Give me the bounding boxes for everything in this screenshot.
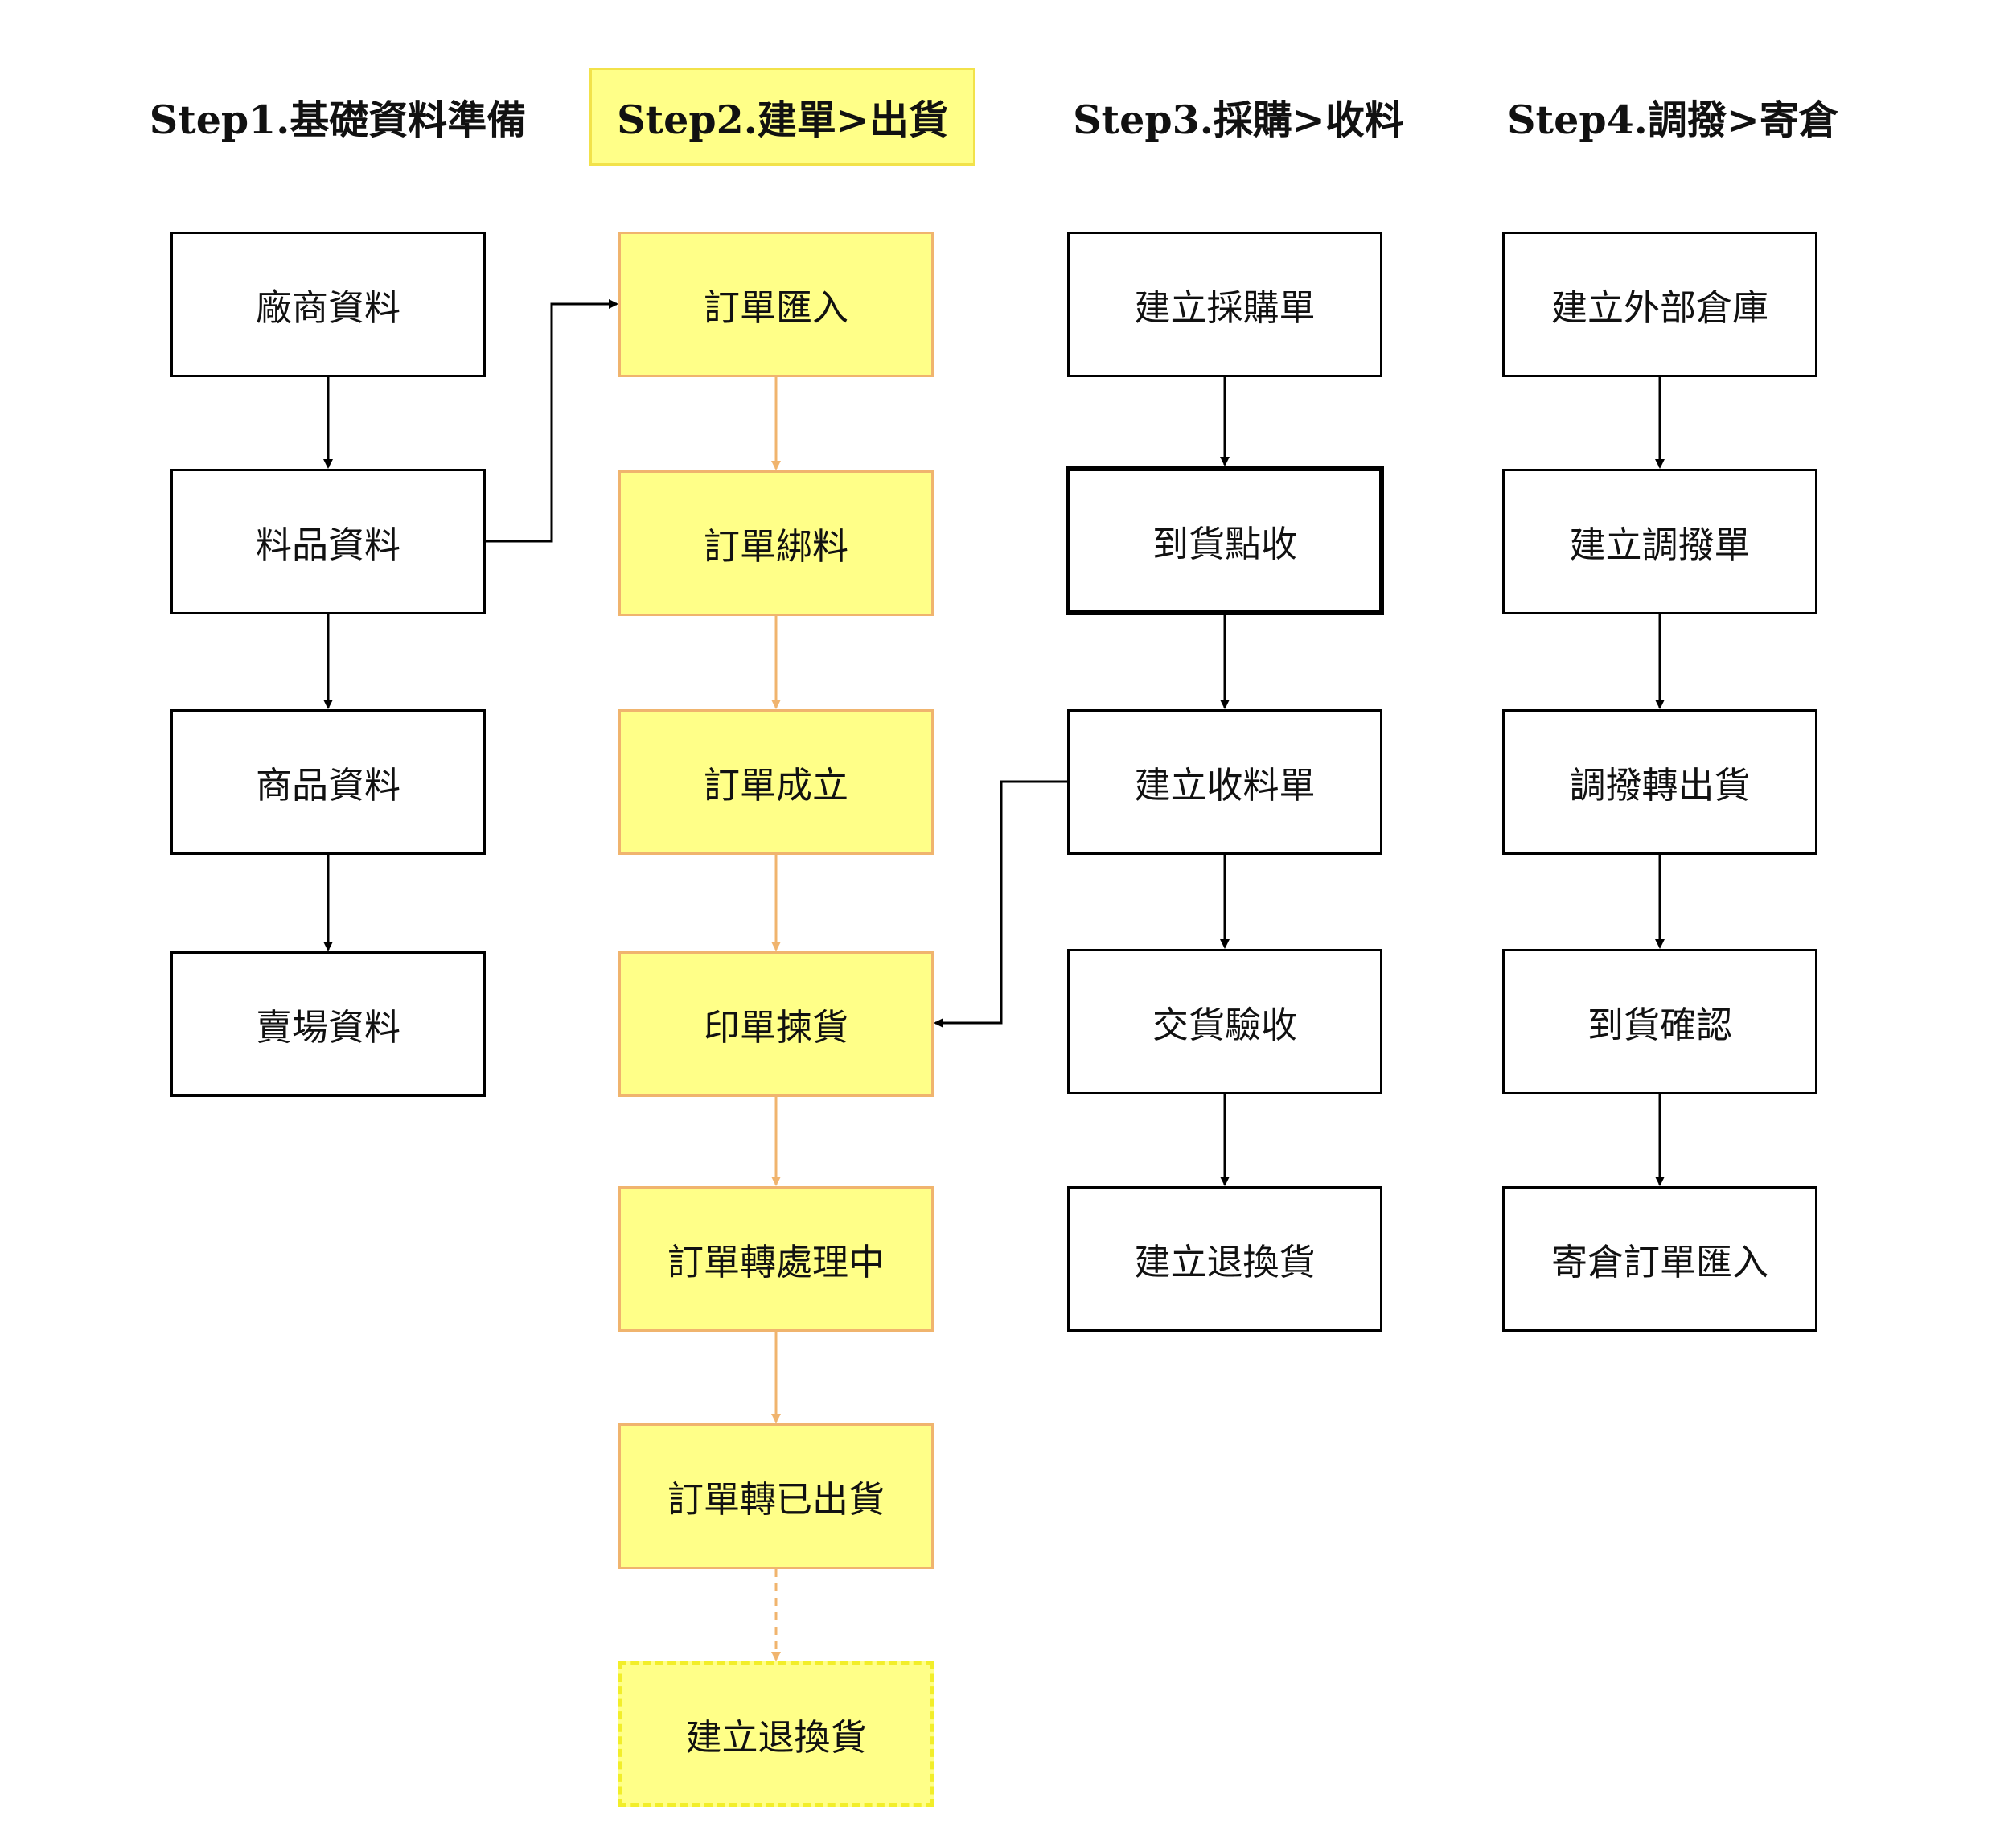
step1-box-store-data[interactable]: 賣場資料 (170, 951, 486, 1097)
step1-box-material-data[interactable]: 料品資料 (170, 469, 486, 614)
step4-box-create-transfer[interactable]: 建立調撥單 (1502, 469, 1817, 614)
step2-box-order-processing[interactable]: 訂單轉處理中 (618, 1186, 934, 1332)
step3-box-delivery-acceptance[interactable]: 交貨驗收 (1067, 949, 1382, 1094)
step4-box-arrival-confirm[interactable]: 到貨確認 (1502, 949, 1817, 1094)
step3-box-create-return[interactable]: 建立退換貨 (1067, 1186, 1382, 1332)
step1-box-vendor-data[interactable]: 廠商資料 (170, 232, 486, 377)
step2-box-order-shipped[interactable]: 訂單轉已出貨 (618, 1423, 934, 1569)
step4-title: Step4.調撥>寄倉 (1507, 96, 1838, 143)
step2-title: Step2.建單>出貨 (589, 68, 975, 166)
step2-box-order-import[interactable]: 訂單匯入 (618, 232, 934, 377)
step1-title: Step1.基礎資料準備 (149, 96, 527, 143)
step3-title: Step3.採購>收料 (1073, 96, 1404, 143)
arrow-receiving-to-pick (934, 780, 1067, 1028)
step2-box-create-return[interactable]: 建立退換貨 (618, 1661, 934, 1807)
step3-box-create-receiving[interactable]: 建立收料單 (1067, 709, 1382, 855)
step2-box-print-and-pick[interactable]: 印單揀貨 (618, 951, 934, 1097)
step4-box-transfer-to-shipping[interactable]: 調撥轉出貨 (1502, 709, 1817, 855)
step2-box-order-bind-material[interactable]: 訂單綁料 (618, 470, 934, 616)
step3-box-arrival-check[interactable]: 到貨點收 (1066, 466, 1384, 615)
step3-box-create-po[interactable]: 建立採購單 (1067, 232, 1382, 377)
step4-box-create-external-warehouse[interactable]: 建立外部倉庫 (1502, 232, 1817, 377)
step1-box-product-data[interactable]: 商品資料 (170, 709, 486, 855)
step2-box-order-established[interactable]: 訂單成立 (618, 709, 934, 855)
step4-box-consignment-order-import[interactable]: 寄倉訂單匯入 (1502, 1186, 1817, 1332)
arrow-material-to-order-import (486, 299, 618, 543)
